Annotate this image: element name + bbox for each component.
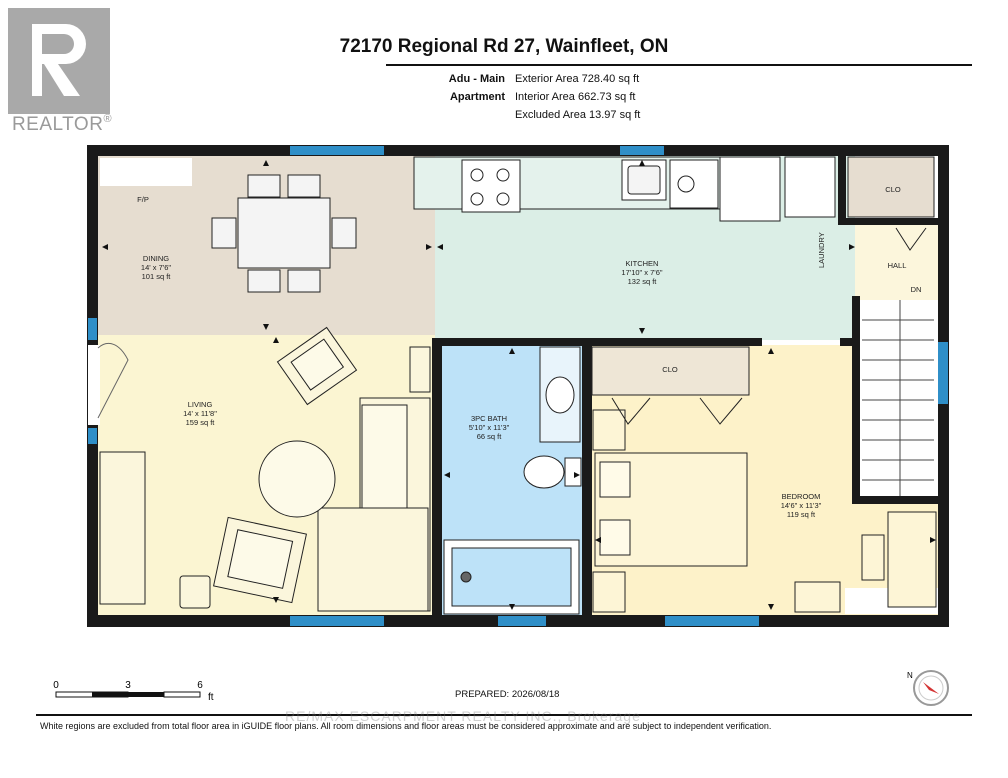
bath-name: 3PC BATH — [471, 414, 507, 423]
kitchen-name: KITCHEN — [626, 259, 659, 268]
excluded-area: Excluded Area 13.97 sq ft — [515, 109, 641, 121]
dining-label: DINING 14' x 7'6" 101 sq ft — [141, 254, 171, 281]
hall-fill — [855, 225, 940, 300]
hall-closet-door — [895, 227, 927, 251]
bath-fixtures — [443, 346, 582, 615]
fireplace-label: F/P — [137, 195, 149, 204]
footer-divider — [36, 714, 972, 716]
hall-closet-label: CLO — [885, 185, 901, 194]
kitchen-area: 132 sq ft — [628, 277, 658, 286]
living-dims: 14' x 11'8" — [183, 409, 217, 418]
stairs-down-label: DN — [911, 285, 922, 294]
hall-label: HALL — [888, 261, 907, 270]
disclaimer-text: White regions are excluded from total fl… — [40, 721, 772, 731]
exterior-area: Exterior Area 728.40 sq ft — [515, 73, 640, 85]
interior-area: Interior Area 662.73 sq ft — [515, 91, 636, 103]
header-divider — [386, 64, 972, 66]
scale-tick-0: 0 — [53, 680, 59, 691]
logo-mark: ® — [103, 113, 112, 125]
stair-area — [858, 300, 940, 498]
dining-dims: 14' x 7'6" — [141, 263, 171, 272]
dining-name: DINING — [143, 254, 169, 263]
logo-text: REALTOR — [12, 114, 104, 134]
bath-area: 66 sq ft — [477, 432, 503, 441]
entry-door-swing — [97, 342, 129, 419]
dining-table — [211, 174, 357, 293]
stairs — [862, 300, 934, 496]
windows — [88, 146, 948, 626]
compass-icon: N — [905, 666, 951, 712]
kitchen-label: KITCHEN 17'10" x 7'6" 132 sq ft — [621, 259, 662, 286]
bedroom-area: 119 sq ft — [787, 510, 816, 519]
closet-doors — [611, 397, 743, 425]
bedroom-name: BEDROOM — [782, 492, 821, 501]
fireplace-area — [100, 158, 192, 186]
svg-text:REALTOR®: REALTOR® — [12, 113, 112, 134]
entry-door-opening — [88, 345, 100, 425]
bath-label: 3PC BATH 5'10" x 11'3" 66 sq ft — [469, 414, 510, 441]
bedroom-closet-label: CLO — [662, 365, 678, 374]
living-name: LIVING — [188, 400, 213, 409]
living-area: 159 sq ft — [186, 418, 216, 427]
compass-label: N — [907, 671, 913, 680]
bath-dims: 5'10" x 11'3" — [469, 423, 510, 432]
scale-unit: ft — [208, 692, 214, 703]
realtor-logo: REALTOR® — [4, 4, 116, 135]
bedroom-dims: 14'6" x 11'3" — [781, 501, 822, 510]
dining-area: 101 sq ft — [142, 272, 172, 281]
bedroom-furniture — [591, 346, 937, 613]
floor-name: Adu - Main Apartment — [448, 73, 505, 103]
kitchen-dims: 17'10" x 7'6" — [621, 268, 662, 277]
scale-tick-6: 6 — [197, 680, 203, 691]
living-furniture — [99, 326, 431, 612]
scale-tick-3: 3 — [125, 680, 131, 691]
opening-arrows — [102, 160, 936, 610]
bedroom-label: BEDROOM 14'6" x 11'3" 119 sq ft — [781, 492, 822, 519]
living-label: LIVING 14' x 11'8" 159 sq ft — [183, 400, 217, 427]
scale-bar: 0 3 6 ft — [50, 676, 230, 706]
brokerage-watermark: RE/MAX ESCARPMENT REALTY INC., Brokerage — [285, 708, 641, 724]
laundry-label: LAUNDRY — [817, 232, 826, 268]
prepared-date: PREPARED: 2026/08/18 — [455, 689, 560, 700]
kitchen-counter — [413, 156, 935, 222]
property-title: 72170 Regional Rd 27, Wainfleet, ON — [339, 36, 669, 57]
